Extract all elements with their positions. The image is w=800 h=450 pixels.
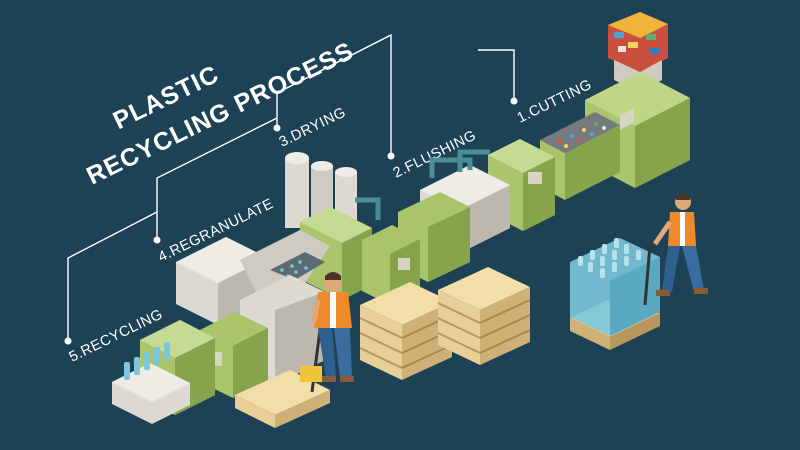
pallet-jack-front xyxy=(235,329,330,428)
pallet-stack-right xyxy=(437,267,531,365)
bottle-pallet xyxy=(570,238,660,350)
worker-right xyxy=(652,193,708,296)
leader-dot-2 xyxy=(387,152,395,160)
leader-dot-4 xyxy=(153,236,161,244)
drying-machine xyxy=(285,152,420,305)
leader-line-4 xyxy=(156,117,278,238)
regranulate-machine xyxy=(176,230,330,398)
leader-line-5 xyxy=(67,211,158,340)
leader-line-1 xyxy=(478,49,515,100)
leader-line-2 xyxy=(276,33,392,155)
recycling-machine xyxy=(112,320,215,424)
leader-dot-1 xyxy=(510,97,518,105)
leader-lines xyxy=(64,33,518,345)
worker-center xyxy=(311,272,354,382)
leader-dot-3 xyxy=(273,124,281,132)
leader-dot-5 xyxy=(64,337,72,345)
